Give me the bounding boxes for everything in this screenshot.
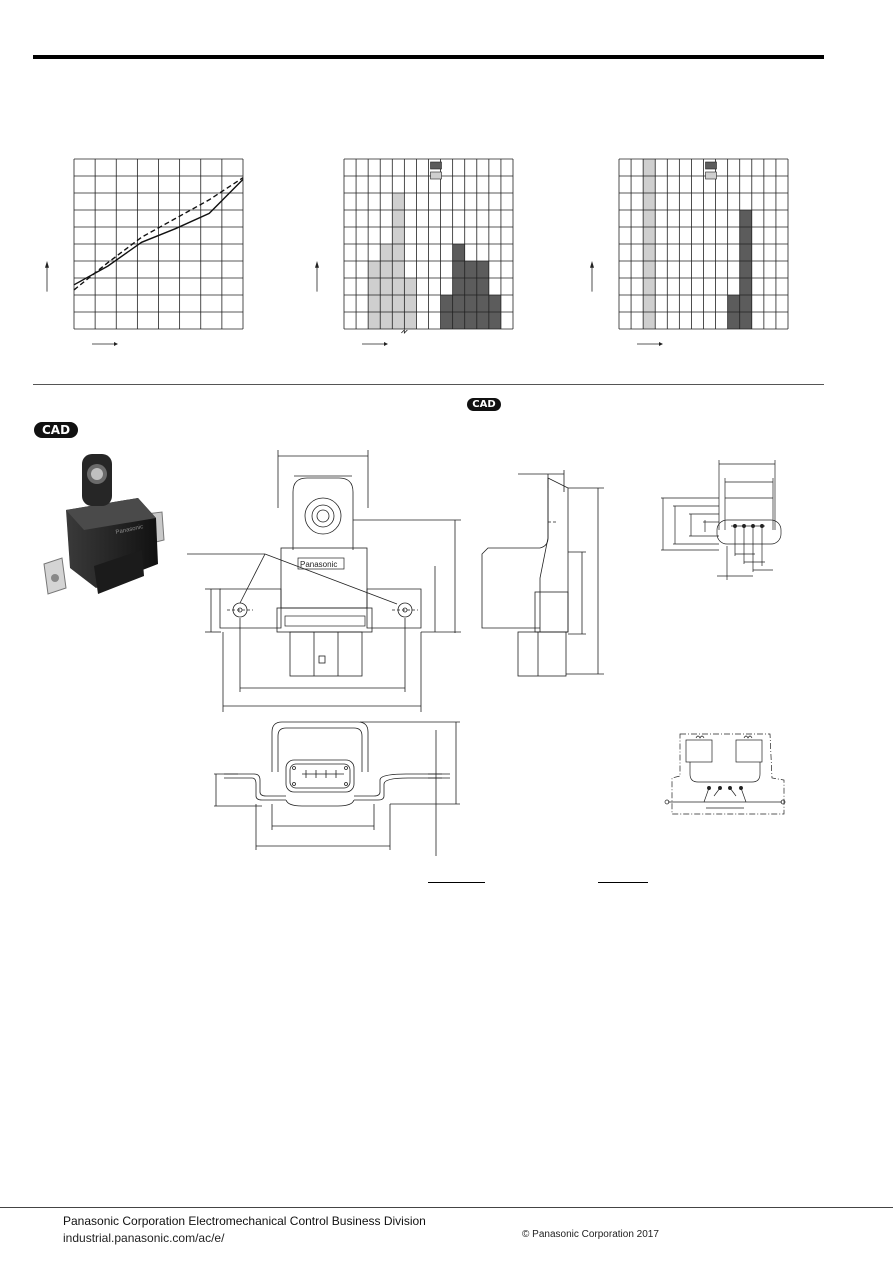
underline-mark-1	[428, 882, 485, 883]
chart-histogram-1	[315, 158, 514, 346]
header-rule	[33, 55, 824, 59]
footer-url-link[interactable]: industrial.panasonic.com/ac/e/	[63, 1231, 225, 1245]
y-axis-arrowhead	[45, 261, 49, 268]
cad-badge-right[interactable]: CAD	[467, 398, 501, 411]
x-axis-arrowhead	[384, 342, 388, 346]
x-axis-arrowhead	[114, 342, 118, 346]
footer-rule	[0, 1207, 893, 1208]
legend-swatch-light	[430, 171, 442, 180]
x-axis-arrowhead	[659, 342, 663, 346]
product-photo: Panasonic	[43, 454, 165, 595]
chart-histogram-2	[590, 158, 789, 346]
bar-light	[404, 278, 417, 329]
footer-company: Panasonic Corporation Electromechanical …	[63, 1214, 426, 1228]
drawing-terminal-pattern	[661, 460, 782, 580]
y-axis-arrowhead	[590, 261, 594, 268]
chart-grid	[343, 158, 514, 330]
y-axis-arrowhead	[315, 261, 319, 268]
axis-break-mark	[401, 329, 408, 334]
footer-copyright: © Panasonic Corporation 2017	[522, 1229, 659, 1240]
chart-grid	[618, 158, 789, 330]
bar-light	[380, 244, 393, 329]
drawing-schematic	[664, 733, 786, 815]
drawing-front-view: Panasonic	[187, 450, 461, 712]
bar-dark	[739, 210, 752, 329]
drawing-brand-label: Panasonic	[300, 560, 337, 569]
legend-swatch-dark	[705, 161, 717, 170]
drawing-side-view	[481, 470, 604, 677]
section-rule	[33, 384, 824, 385]
legend-swatch-light	[705, 171, 717, 180]
cad-badge-left[interactable]: CAD	[34, 422, 78, 438]
legend-swatch-dark	[430, 161, 442, 170]
series-line-solid	[73, 178, 244, 286]
bar-dark	[452, 244, 465, 329]
drawing-bottom-view	[214, 721, 460, 856]
chart-grid	[73, 158, 244, 330]
chart-line	[45, 158, 244, 346]
series-line-dashed	[73, 177, 244, 291]
photo-logo: Panasonic	[115, 524, 144, 536]
underline-mark-2	[598, 882, 648, 883]
